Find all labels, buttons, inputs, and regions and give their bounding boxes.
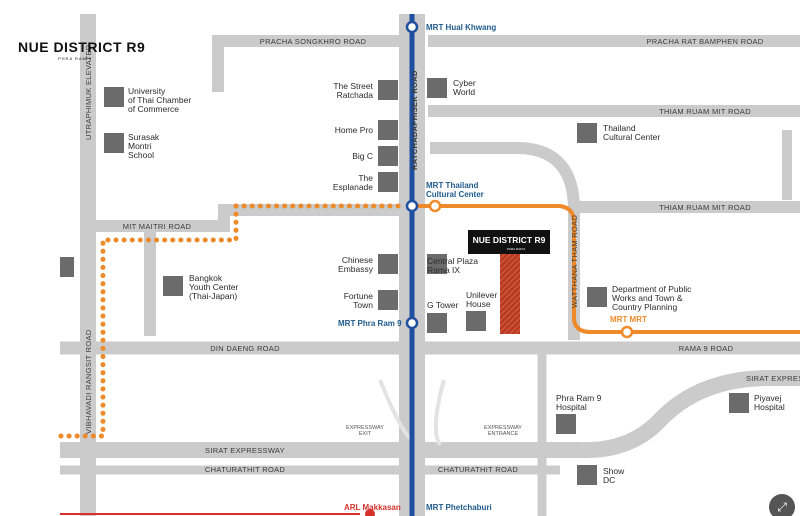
station-hual-khwang-label: MRT Hual Khwang (426, 23, 496, 32)
landmark-show-dc (577, 465, 597, 485)
label-thiam-ruam-mit-1: THIAM RUAM MIT ROAD (659, 107, 751, 116)
station-markers (365, 20, 634, 516)
place-big-c: Big C (352, 151, 373, 161)
landmark-phra-ram9-hospital (556, 414, 576, 434)
road-mit-maitri (96, 204, 400, 232)
landmark-thailand-cultural (577, 123, 597, 143)
brand-logo-name: NUE DISTRICT R9 (18, 39, 146, 55)
project-label-sub: PHRA RAM 9 (507, 247, 526, 251)
landmark-g-tower (427, 313, 447, 333)
landmark-cyber-world (427, 78, 447, 98)
road-watthana-tham (430, 142, 580, 340)
landmark-bangkok-youth (163, 276, 183, 296)
expand-button[interactable]: ⤢ (769, 494, 795, 516)
dotted-route (57, 203, 403, 439)
landmark-piyavej (729, 393, 749, 413)
landmark-street-ratchada (378, 80, 398, 100)
station-phetchaburi-label: MRT Phetchaburi (426, 503, 492, 512)
label-sirat-expressway-right: SIRAT EXPRESSWAY (746, 374, 800, 383)
place-home-pro: Home Pro (335, 125, 374, 135)
landmark-left-edge (60, 257, 74, 277)
label-chaturathit-right: CHATURATHIT ROAD (438, 465, 519, 474)
label-pracha-rat-bamphen: PRACHA RAT BAMPHEN ROAD (646, 37, 763, 46)
landmark-esplanade (378, 172, 398, 192)
station-thailand-cultural-marker[interactable] (405, 199, 419, 213)
label-din-daeng: DIN DAENG ROAD (210, 344, 280, 353)
landmark-central-plaza (427, 254, 447, 274)
station-phra-ram-9-marker[interactable] (405, 316, 419, 330)
road-pracha-songkhro (212, 35, 400, 92)
label-sirat-expressway: SIRAT EXPRESSWAY (205, 446, 285, 455)
landmark-utcc (104, 87, 124, 107)
label-utraphimuk: UTRAPHIMUK ELEVATED (84, 44, 93, 140)
label-rama9: RAMA 9 ROAD (679, 344, 734, 353)
expand-icon: ⤢ (777, 500, 787, 514)
project-label-box (468, 230, 550, 254)
project-label-name: NUE DISTRICT R9 (473, 235, 546, 245)
project-plot (500, 254, 520, 334)
station-orange-transfer-marker[interactable] (428, 199, 442, 213)
station-hual-khwang-marker[interactable] (405, 20, 419, 34)
station-arl-makkasan-label: ARL Makkasan (344, 503, 401, 512)
place-g-tower: G Tower (427, 300, 459, 310)
station-arl-makkasan-marker[interactable] (365, 509, 375, 516)
landmark-home-pro (378, 120, 398, 140)
expressway-entrance-ramp (433, 379, 446, 447)
brand-logo-sub: PHRA RAM 9 (58, 56, 93, 61)
station-mrt-mrt-marker[interactable] (620, 325, 634, 339)
label-chaturathit-left: CHATURATHIT ROAD (205, 465, 286, 474)
label-ratchadaphisek: RATCHADAPHISEK ROAD (410, 70, 419, 170)
label-vibhavadi: VIBHAVADI RANGSIT ROAD (84, 329, 93, 434)
landmark-dept-public-works (587, 287, 607, 307)
label-thiam-ruam-mit-2: THIAM RUAM MIT ROAD (659, 203, 751, 212)
landmark-surasak (104, 133, 124, 153)
road-sirat-expressway (60, 370, 800, 459)
label-watthana-tham: WATTHANA THAM ROAD (570, 215, 579, 308)
station-mrt-mrt-label: MRT MRT (610, 315, 647, 324)
label-mit-maitri: MIT MAITRI ROAD (123, 222, 192, 231)
label-pracha-songkhro: PRACHA SONGKHRO ROAD (260, 37, 367, 46)
mrt-orange-line (412, 204, 800, 334)
landmark-fortune-town (378, 290, 398, 310)
landmark-big-c (378, 146, 398, 166)
brand-logo: NUE DISTRICT R9 PHRA RAM 9 (18, 40, 145, 61)
station-phra-ram-9-label: MRT Phra Ram 9 (338, 319, 402, 328)
landmark-unilever (466, 311, 486, 331)
landmark-chinese-embassy (378, 254, 398, 274)
